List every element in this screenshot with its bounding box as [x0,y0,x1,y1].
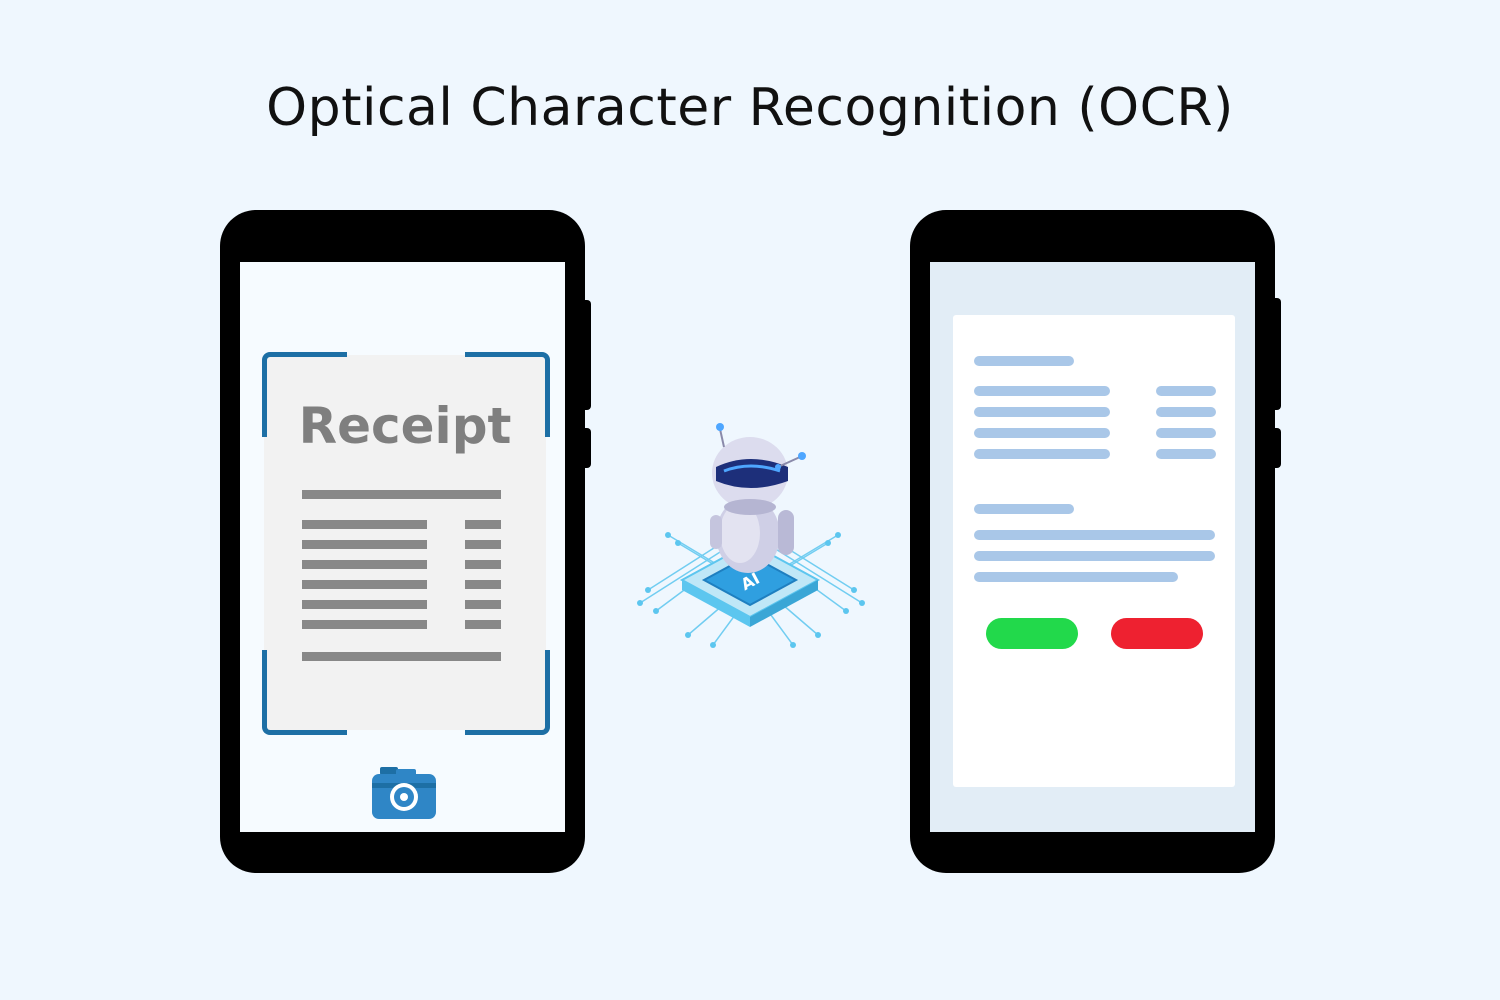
result-text-line [974,530,1215,540]
result-field-line [974,428,1110,438]
result-text-line [974,551,1215,561]
receipt-line [302,490,501,499]
receipt-total-line [302,652,501,661]
receipt-document: Receipt [264,355,546,730]
extracted-data-card [953,315,1235,787]
receipt-item-name [302,520,427,529]
scan-screen: Receipt [240,262,565,832]
scan-frame-corner-bottom-left [262,650,347,735]
reject-button[interactable] [1111,618,1203,649]
accept-button[interactable] [986,618,1078,649]
result-value-line [1156,428,1216,438]
volume-button [583,300,591,410]
result-screen [930,262,1255,832]
receipt-item-price [465,600,501,609]
receipt-item-price [465,560,501,569]
scan-phone: Receipt [220,210,591,873]
scan-frame-corner-top-right [465,352,550,437]
result-heading-line [974,504,1074,514]
receipt-item-price [465,620,501,629]
result-text-line [974,572,1178,582]
result-heading-line [974,356,1074,366]
receipt-item-name [302,580,427,589]
receipt-item-price [465,540,501,549]
receipt-item-price [465,520,501,529]
result-phone [910,210,1281,873]
scan-frame-corner-top-left [262,352,347,437]
result-field-line [974,449,1110,459]
result-field-line [974,386,1110,396]
volume-button [1273,298,1281,410]
receipt-item-name [302,600,427,609]
receipt-item-price [465,580,501,589]
receipt-title: Receipt [298,397,512,455]
result-value-line [1156,449,1216,459]
result-field-line [974,407,1110,417]
result-value-line [1156,407,1216,417]
power-button [1273,428,1281,468]
receipt-item-name [302,620,427,629]
power-button [583,428,591,468]
receipt-item-name [302,540,427,549]
scan-frame-corner-bottom-right [465,650,550,735]
robot-on-ai-chip-icon: AI [637,423,865,648]
camera-icon[interactable] [372,767,436,819]
receipt-item-name [302,560,427,569]
result-value-line [1156,386,1216,396]
page-title: Optical Character Recognition (OCR) [266,78,1234,138]
